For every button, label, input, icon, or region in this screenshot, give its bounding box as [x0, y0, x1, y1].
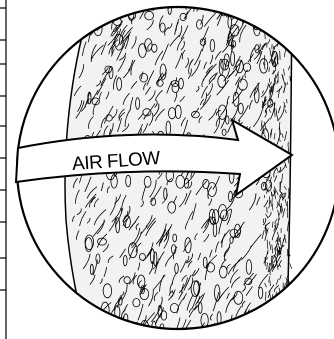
fiber-cell — [251, 7, 260, 22]
fiber-strand — [227, 321, 233, 335]
fiber-strand — [135, 0, 139, 11]
fiber-edge-strand — [272, 317, 273, 322]
fiber-cell — [98, 315, 104, 327]
fiber-edge-strand — [284, 3, 286, 9]
fiber-strand — [235, 0, 243, 2]
fiber-cell — [106, 6, 112, 20]
fiber-strand — [116, 1, 124, 14]
fiber-edge-strand — [278, 331, 279, 337]
fiber-cell — [264, 325, 272, 339]
fiber-cell — [196, 329, 202, 339]
fiber-edge-strand — [283, 13, 285, 22]
fiber-edge-strand — [270, 267, 271, 275]
fiber-edge-strand — [288, 297, 289, 304]
fiber-strand — [194, 0, 205, 7]
fiber-edge-strand — [271, 22, 273, 25]
fiber-edge-strand — [280, 182, 281, 191]
fiber-edge-strand — [283, 33, 284, 42]
fiber-edge-strand — [272, 314, 274, 322]
fiber-strand — [272, 297, 277, 312]
fiber-edge-strand — [287, 10, 288, 14]
fiber-edge-strand — [284, 327, 286, 335]
fiber-strand — [93, 6, 103, 19]
fiber-strand — [98, 317, 104, 327]
fiber-edge-strand — [262, 1, 264, 8]
fiber-strand — [184, 0, 189, 1]
fiber-edge-strand — [281, 316, 283, 324]
fiber-edge-strand — [284, 19, 286, 25]
fiber-strand — [234, 319, 244, 335]
left-frame-lines — [0, 0, 6, 339]
fiber-cell — [97, 8, 100, 18]
fiber-strand — [270, 23, 273, 32]
fiber-cell — [245, 4, 249, 17]
fiber-edge-strand — [283, 26, 284, 33]
fiber-strand — [105, 318, 116, 334]
fiber-edge-strand — [267, 207, 268, 213]
fiber-strand — [147, 328, 151, 334]
fiber-edge-strand — [287, 22, 289, 29]
fiber-edge-strand — [263, 6, 265, 15]
fiber-edge-strand — [286, 320, 287, 328]
fiber-strand — [246, 0, 252, 4]
fiber-strand — [125, 0, 132, 7]
fiber-cell — [271, 13, 274, 20]
fiber-strand — [235, 6, 237, 16]
fiber-edge-strand — [279, 334, 281, 339]
fiber-edge-strand — [264, 21, 266, 27]
fiber-edge-strand — [267, 308, 269, 313]
fiber-strand — [140, 328, 145, 339]
fiber-edge-strand — [277, 16, 278, 21]
fiber-strand — [119, 0, 124, 5]
fiber-strand — [99, 326, 103, 332]
fiber-edge-strand — [262, 7, 263, 10]
fiber-edge-strand — [290, 263, 292, 268]
fiber-edge-strand — [272, 24, 273, 29]
fiber-edge-strand — [266, 305, 267, 312]
fiber-strand — [274, 20, 279, 36]
fiber-edge-strand — [280, 4, 281, 8]
fiber-edge-strand — [276, 321, 279, 326]
fiber-strand — [279, 1, 283, 6]
fiber-edge-strand — [289, 15, 290, 24]
fiber-edge-strand — [273, 6, 274, 10]
fiber-edge-strand — [274, 24, 275, 31]
fiber-edge-strand — [287, 2, 289, 7]
fiber-strand — [218, 329, 222, 336]
fiber-strand — [267, 313, 277, 328]
fiber-strand — [162, 0, 168, 2]
fiber-edge-strand — [272, 328, 274, 335]
fiber-cell — [228, 323, 237, 332]
fiber-strand — [103, 333, 105, 339]
fiber-edge-strand — [263, 316, 264, 324]
fiber-cell — [124, 4, 130, 13]
fiber-edge-strand — [278, 334, 279, 338]
fiber-edge-strand — [266, 318, 268, 327]
fiber-strand — [129, 0, 133, 13]
fiber-strand — [233, 0, 236, 5]
fiber-edge-strand — [276, 312, 277, 316]
fiber-edge-strand — [288, 316, 289, 320]
fiber-strand — [99, 0, 108, 13]
fiber-strand — [236, 4, 240, 16]
fiber-cell — [251, 0, 259, 6]
fiber-strand — [213, 0, 222, 10]
fiber-strand — [278, 17, 280, 23]
fiber-edge-strand — [274, 2, 275, 8]
fiber-edge-strand — [277, 168, 278, 171]
fiber-cell — [258, 7, 266, 18]
fiber-edge-strand — [267, 6, 269, 11]
fiber-edge-strand — [269, 16, 271, 24]
fiber-strand — [154, 0, 160, 1]
fiber-edge-strand — [272, 2, 273, 10]
fiber-strand — [99, 0, 106, 11]
fiber-edge-strand — [277, 18, 279, 27]
fiber-strand — [249, 326, 255, 336]
fiber-edge-strand — [266, 22, 267, 30]
fiber-edge-strand — [266, 292, 267, 301]
fiber-edge-strand — [286, 20, 288, 28]
fiber-strand — [263, 0, 269, 14]
